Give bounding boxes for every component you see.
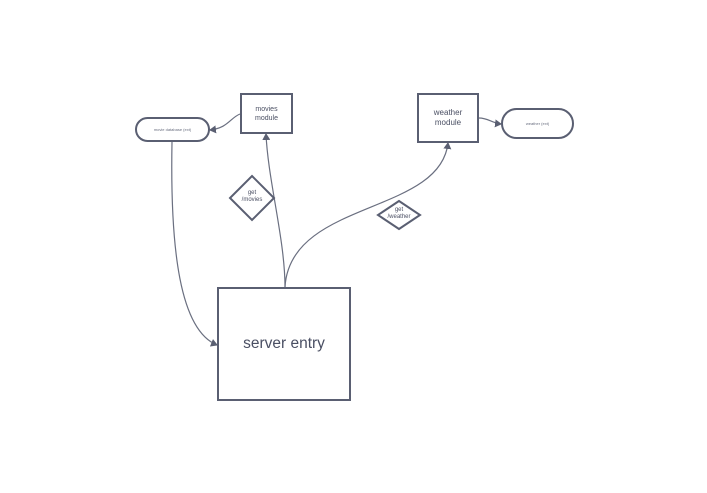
diamond-get-weather: [376, 199, 422, 231]
movie-database-label: movie database (ext): [153, 127, 192, 132]
weather-external-node: weather (ext): [501, 108, 574, 139]
get-movies-label: get /movies: [241, 190, 263, 203]
movies-module-node: movies module: [240, 93, 293, 134]
get-weather-label: get /weather: [387, 207, 411, 220]
movie-database-node: movie database (ext): [135, 117, 210, 142]
connector-movies-to-left-pill: [209, 113, 241, 134]
diamond-get-movies: [228, 174, 276, 222]
connector-left-pill-to-server: [171, 141, 218, 347]
connector-server-to-movies: [262, 133, 286, 288]
connector-weather-to-right-pill: [478, 117, 502, 128]
weather-module-label: weather module: [433, 108, 463, 127]
weather-module-node: weather module: [417, 93, 479, 143]
server-entry-label: server entry: [243, 335, 325, 352]
connector-server-to-weather: [284, 142, 452, 288]
server-entry-node: server entry: [217, 287, 351, 401]
movies-module-label: movies module: [255, 105, 278, 122]
weather-external-label: weather (ext): [525, 121, 550, 126]
